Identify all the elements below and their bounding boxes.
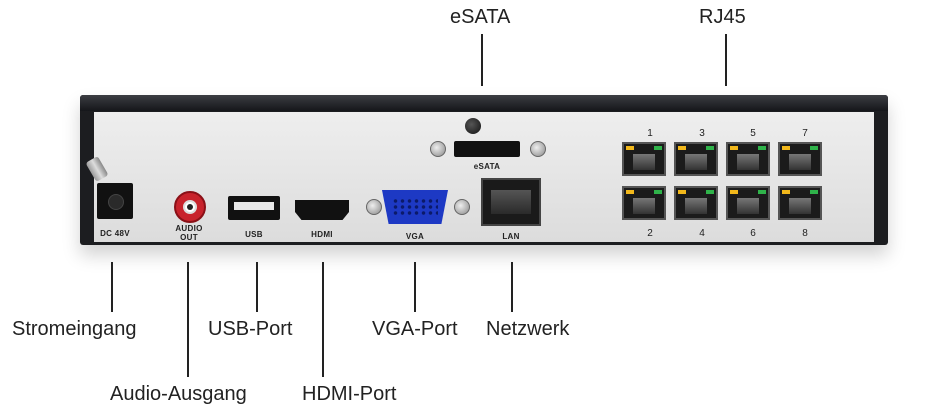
esata-screw-right-icon — [530, 141, 546, 157]
esata-port-icon — [454, 141, 520, 157]
esata-panel-label: eSATA — [473, 162, 501, 171]
rj45-number-bottom: 2 — [647, 228, 653, 239]
dc-panel-label: DC 48V — [100, 229, 130, 238]
rj45-port-icon — [778, 186, 822, 220]
power-leader-line — [111, 262, 113, 312]
esata-screw-left-icon — [430, 141, 446, 157]
audio-output-callout-label: Audio-Ausgang — [110, 383, 247, 405]
vga-leader-line — [414, 262, 416, 312]
vga-screw-right-icon — [454, 199, 470, 215]
rj45-number-top: 1 — [647, 128, 653, 139]
usb-leader-line — [256, 262, 258, 312]
dc-power-jack-icon — [97, 183, 133, 219]
hdmi-port-callout-label: HDMI-Port — [302, 383, 397, 405]
rj45-port-icon — [674, 186, 718, 220]
esata-leader-line — [481, 34, 483, 86]
rj45-number-top: 7 — [802, 128, 808, 139]
rj45-port-icon — [622, 142, 666, 176]
rj45-number-bottom: 6 — [750, 228, 756, 239]
vga-port-callout-label: VGA-Port — [372, 318, 458, 340]
usb-port-callout-label: USB-Port — [208, 318, 293, 340]
hdmi-panel-label: HDMI — [311, 230, 333, 239]
rj45-number-bottom: 4 — [699, 228, 705, 239]
rj45-port-icon — [726, 142, 770, 176]
rj45-port-icon — [674, 142, 718, 176]
vga-port-icon — [382, 190, 448, 224]
esata-top-screw-icon — [465, 118, 481, 134]
rj45-port-icon — [726, 186, 770, 220]
hdmi-port-icon — [295, 200, 349, 220]
rj45-number-top: 5 — [750, 128, 756, 139]
lan-port-icon — [481, 178, 541, 226]
audio-out-jack-icon — [174, 191, 206, 223]
vga-screw-left-icon — [366, 199, 382, 215]
rj45-poe-port-block — [616, 138, 828, 228]
rj45-port-icon — [622, 186, 666, 220]
usb-port-icon — [228, 196, 280, 220]
lan-panel-label: LAN — [502, 232, 520, 241]
rj45-leader-line — [725, 34, 727, 86]
vga-panel-label: VGA — [405, 232, 425, 241]
usb-panel-label: USB — [245, 230, 263, 239]
rj45-number-top: 3 — [699, 128, 705, 139]
network-leader-line — [511, 262, 513, 312]
power-input-callout-label: Stromeingang — [12, 318, 137, 340]
rj45-callout-label: RJ45 — [699, 6, 746, 28]
nvr-chassis-top — [80, 95, 888, 111]
rj45-port-icon — [778, 142, 822, 176]
audio-leader-line — [187, 262, 189, 377]
audio-panel-label: AUDIO OUT — [175, 224, 203, 242]
esata-callout-label: eSATA — [450, 6, 511, 28]
rj45-number-bottom: 8 — [802, 228, 808, 239]
hdmi-leader-line — [322, 262, 324, 377]
network-callout-label: Netzwerk — [486, 318, 570, 340]
